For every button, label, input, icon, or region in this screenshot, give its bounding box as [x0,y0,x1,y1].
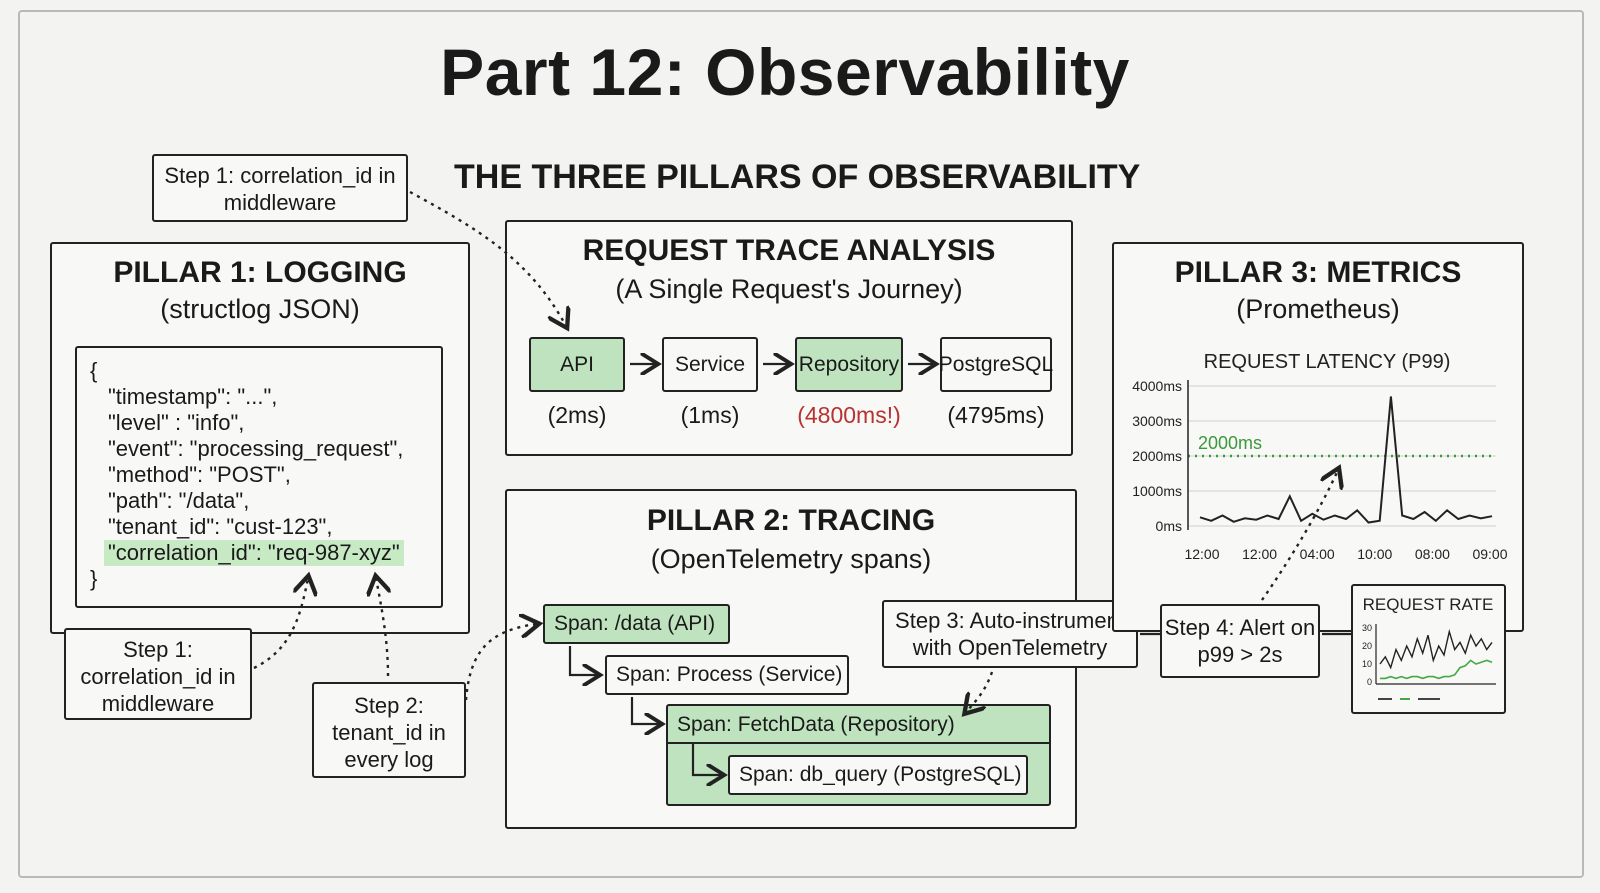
span-repository: Span: FetchData (Repository) [677,713,955,736]
step3-note: Step 3: Auto-instrument with OpenTelemet… [882,600,1138,668]
log-line: { [90,358,98,383]
request-rate-mini-panel [1351,584,1506,714]
log-line: } [90,566,98,591]
trace-time-api: (2ms) [547,402,607,428]
trace-title: REQUEST TRACE ANALYSIS [582,234,996,267]
span-api: Span: /data (API) [543,604,730,644]
log-line: "path": "/data", [108,488,250,513]
top-step1-note: Step 1: correlation_id in middleware [152,154,408,222]
page-frame [18,10,1584,878]
trace-node-api: API [529,337,625,392]
pillar3-title: PILLAR 3: METRICS [1174,256,1462,289]
log-line-highlighted: "correlation_id": "req-987-xyz" [104,540,404,566]
log-line: "tenant_id": "cust-123", [108,514,333,539]
pillar2-subtitle: (OpenTelemetry spans) [650,544,932,574]
trace-time-postgresql: (4795ms) [947,402,1045,428]
span-service: Span: Process (Service) [605,655,849,695]
pillar3-subtitle: (Prometheus) [1236,294,1400,324]
pillar2-title: PILLAR 2: TRACING [646,504,936,537]
log-line: "event": "processing_request", [108,436,404,461]
pillar1-subtitle: (structlog JSON) [160,294,360,324]
log-line: "level" : "info", [108,410,245,435]
trace-node-repository: Repository [795,337,903,392]
span-postgresql: Span: db_query (PostgreSQL) [728,755,1028,795]
page-title: Part 12: Observability [440,35,1130,109]
log-line: "timestamp": "...", [108,384,278,409]
trace-node-postgresql: PostgreSQL [939,337,1053,392]
trace-node-service: Service [662,337,758,392]
span-divider [666,742,1051,744]
trace-time-service: (1ms) [680,402,740,428]
log-line: "method": "POST", [108,462,291,487]
step2-note: Step 2: tenant_id in every log [312,682,466,778]
trace-time-repository: (4800ms!) [797,402,901,428]
trace-subtitle: (A Single Request's Journey) [615,274,963,304]
pillar1-title: PILLAR 1: LOGGING [113,256,407,289]
step4-note: Step 4: Alert on p99 > 2s [1160,604,1320,678]
step1-note: Step 1: correlation_id in middleware [64,628,252,720]
page-subtitle: THE THREE PILLARS OF OBSERVABILITY [454,158,1141,196]
